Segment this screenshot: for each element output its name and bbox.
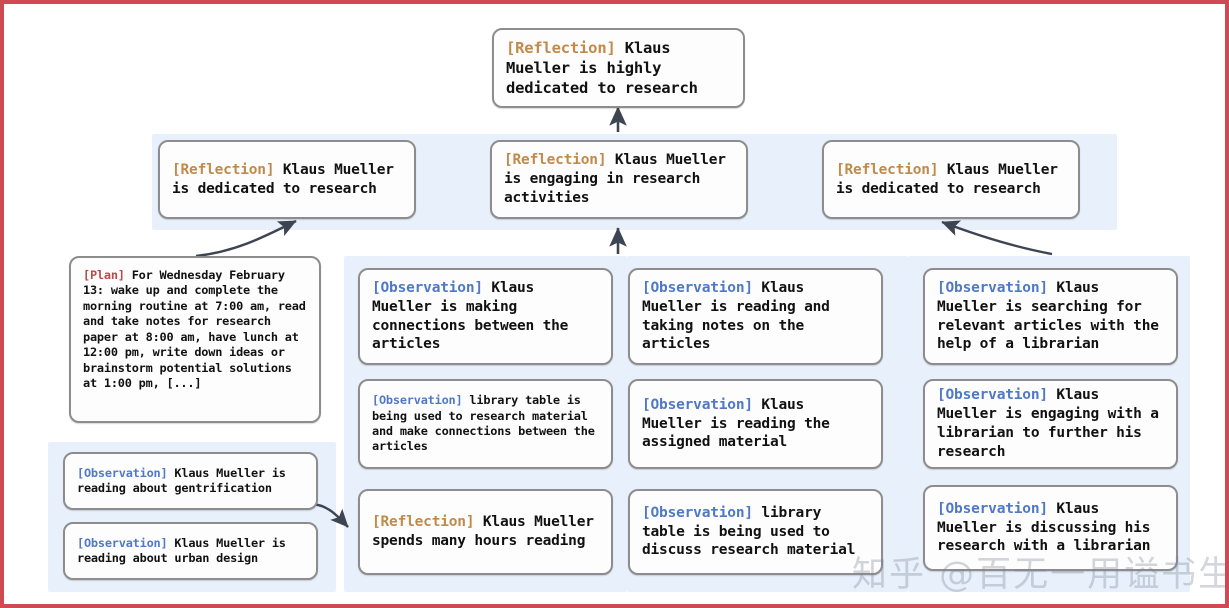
tag-reflection: [Reflection] [372, 514, 475, 531]
tag-observation: [Observation] [642, 504, 753, 521]
node-text: Klaus Mueller is dedicated to research [836, 161, 1058, 197]
tag-observation: [Observation] [642, 279, 753, 296]
node-text: Klaus Mueller is dedicated to research [172, 161, 394, 197]
tag-observation: [Observation] [937, 387, 1048, 404]
node-text: Klaus Mueller is reading about gentrific… [77, 465, 286, 495]
node-text: Klaus Mueller is discussing his research… [937, 500, 1151, 555]
node-mid-reflection-1[interactable]: [Reflection] Klaus Mueller is dedicated … [158, 140, 416, 219]
tag-observation: [Observation] [372, 393, 463, 408]
tag-observation: [Observation] [937, 500, 1048, 517]
tag-plan: [Plan] [83, 268, 125, 282]
node-col2-3[interactable]: [Observation] library table is being use… [628, 489, 883, 575]
watermark: 知乎 @百无一用谥书生 [852, 555, 1229, 595]
tag-reflection: [Reflection] [504, 152, 607, 169]
node-text: For Wednesday February 13: wake up and c… [83, 268, 306, 391]
node-text: Klaus Mueller is reading about urban des… [77, 535, 286, 565]
node-top-reflection[interactable]: [Reflection] Klaus Mueller is highly ded… [492, 28, 745, 108]
node-text: library table is being used to research … [372, 393, 595, 454]
node-mid-reflection-2[interactable]: [Reflection] Klaus Mueller is engaging i… [490, 140, 748, 219]
node-text: Klaus Mueller is reading and taking note… [642, 279, 830, 353]
node-col2-2[interactable]: [Observation] Klaus Mueller is reading t… [628, 379, 883, 469]
node-mid-reflection-3[interactable]: [Reflection] Klaus Mueller is dedicated … [822, 140, 1080, 219]
node-text: Klaus Mueller is engaging in research ac… [504, 152, 726, 206]
node-col1-2[interactable]: [Observation] library table is being use… [358, 379, 613, 469]
node-col3-3[interactable]: [Observation] Klaus Mueller is discussin… [923, 485, 1178, 571]
tag-observation: [Observation] [77, 535, 168, 550]
node-col1-3[interactable]: [Reflection] Klaus Mueller spends many h… [358, 489, 613, 575]
node-text: Klaus Mueller spends many hours reading [372, 514, 594, 549]
node-text: Klaus Mueller is highly dedicated to res… [506, 38, 698, 98]
node-col1-1[interactable]: [Observation] Klaus Mueller is making co… [358, 268, 613, 365]
node-text: Klaus Mueller is making connections betw… [372, 279, 569, 353]
node-text: library table is being used to discuss r… [642, 504, 856, 559]
tag-observation: [Observation] [937, 279, 1048, 296]
node-left-observation-2[interactable]: [Observation] Klaus Mueller is reading a… [63, 522, 318, 580]
node-text: Klaus Mueller is engaging with a librari… [937, 387, 1159, 460]
node-text: Klaus Mueller is searching for relevant … [937, 279, 1159, 353]
node-col3-2[interactable]: [Observation] Klaus Mueller is engaging … [923, 379, 1178, 469]
node-col2-1[interactable]: [Observation] Klaus Mueller is reading a… [628, 268, 883, 365]
tag-observation: [Observation] [642, 396, 753, 413]
node-text: Klaus Mueller is reading the assigned ma… [642, 396, 830, 451]
tag-reflection: [Reflection] [506, 38, 616, 57]
tag-observation: [Observation] [372, 279, 483, 296]
node-plan[interactable]: [Plan] For Wednesday February 13: wake u… [69, 256, 321, 423]
node-col3-1[interactable]: [Observation] Klaus Mueller is searching… [923, 268, 1178, 365]
tag-observation: [Observation] [77, 465, 168, 480]
tag-reflection: [Reflection] [836, 161, 939, 178]
tag-reflection: [Reflection] [172, 161, 275, 178]
node-left-observation-1[interactable]: [Observation] Klaus Mueller is reading a… [63, 452, 318, 510]
